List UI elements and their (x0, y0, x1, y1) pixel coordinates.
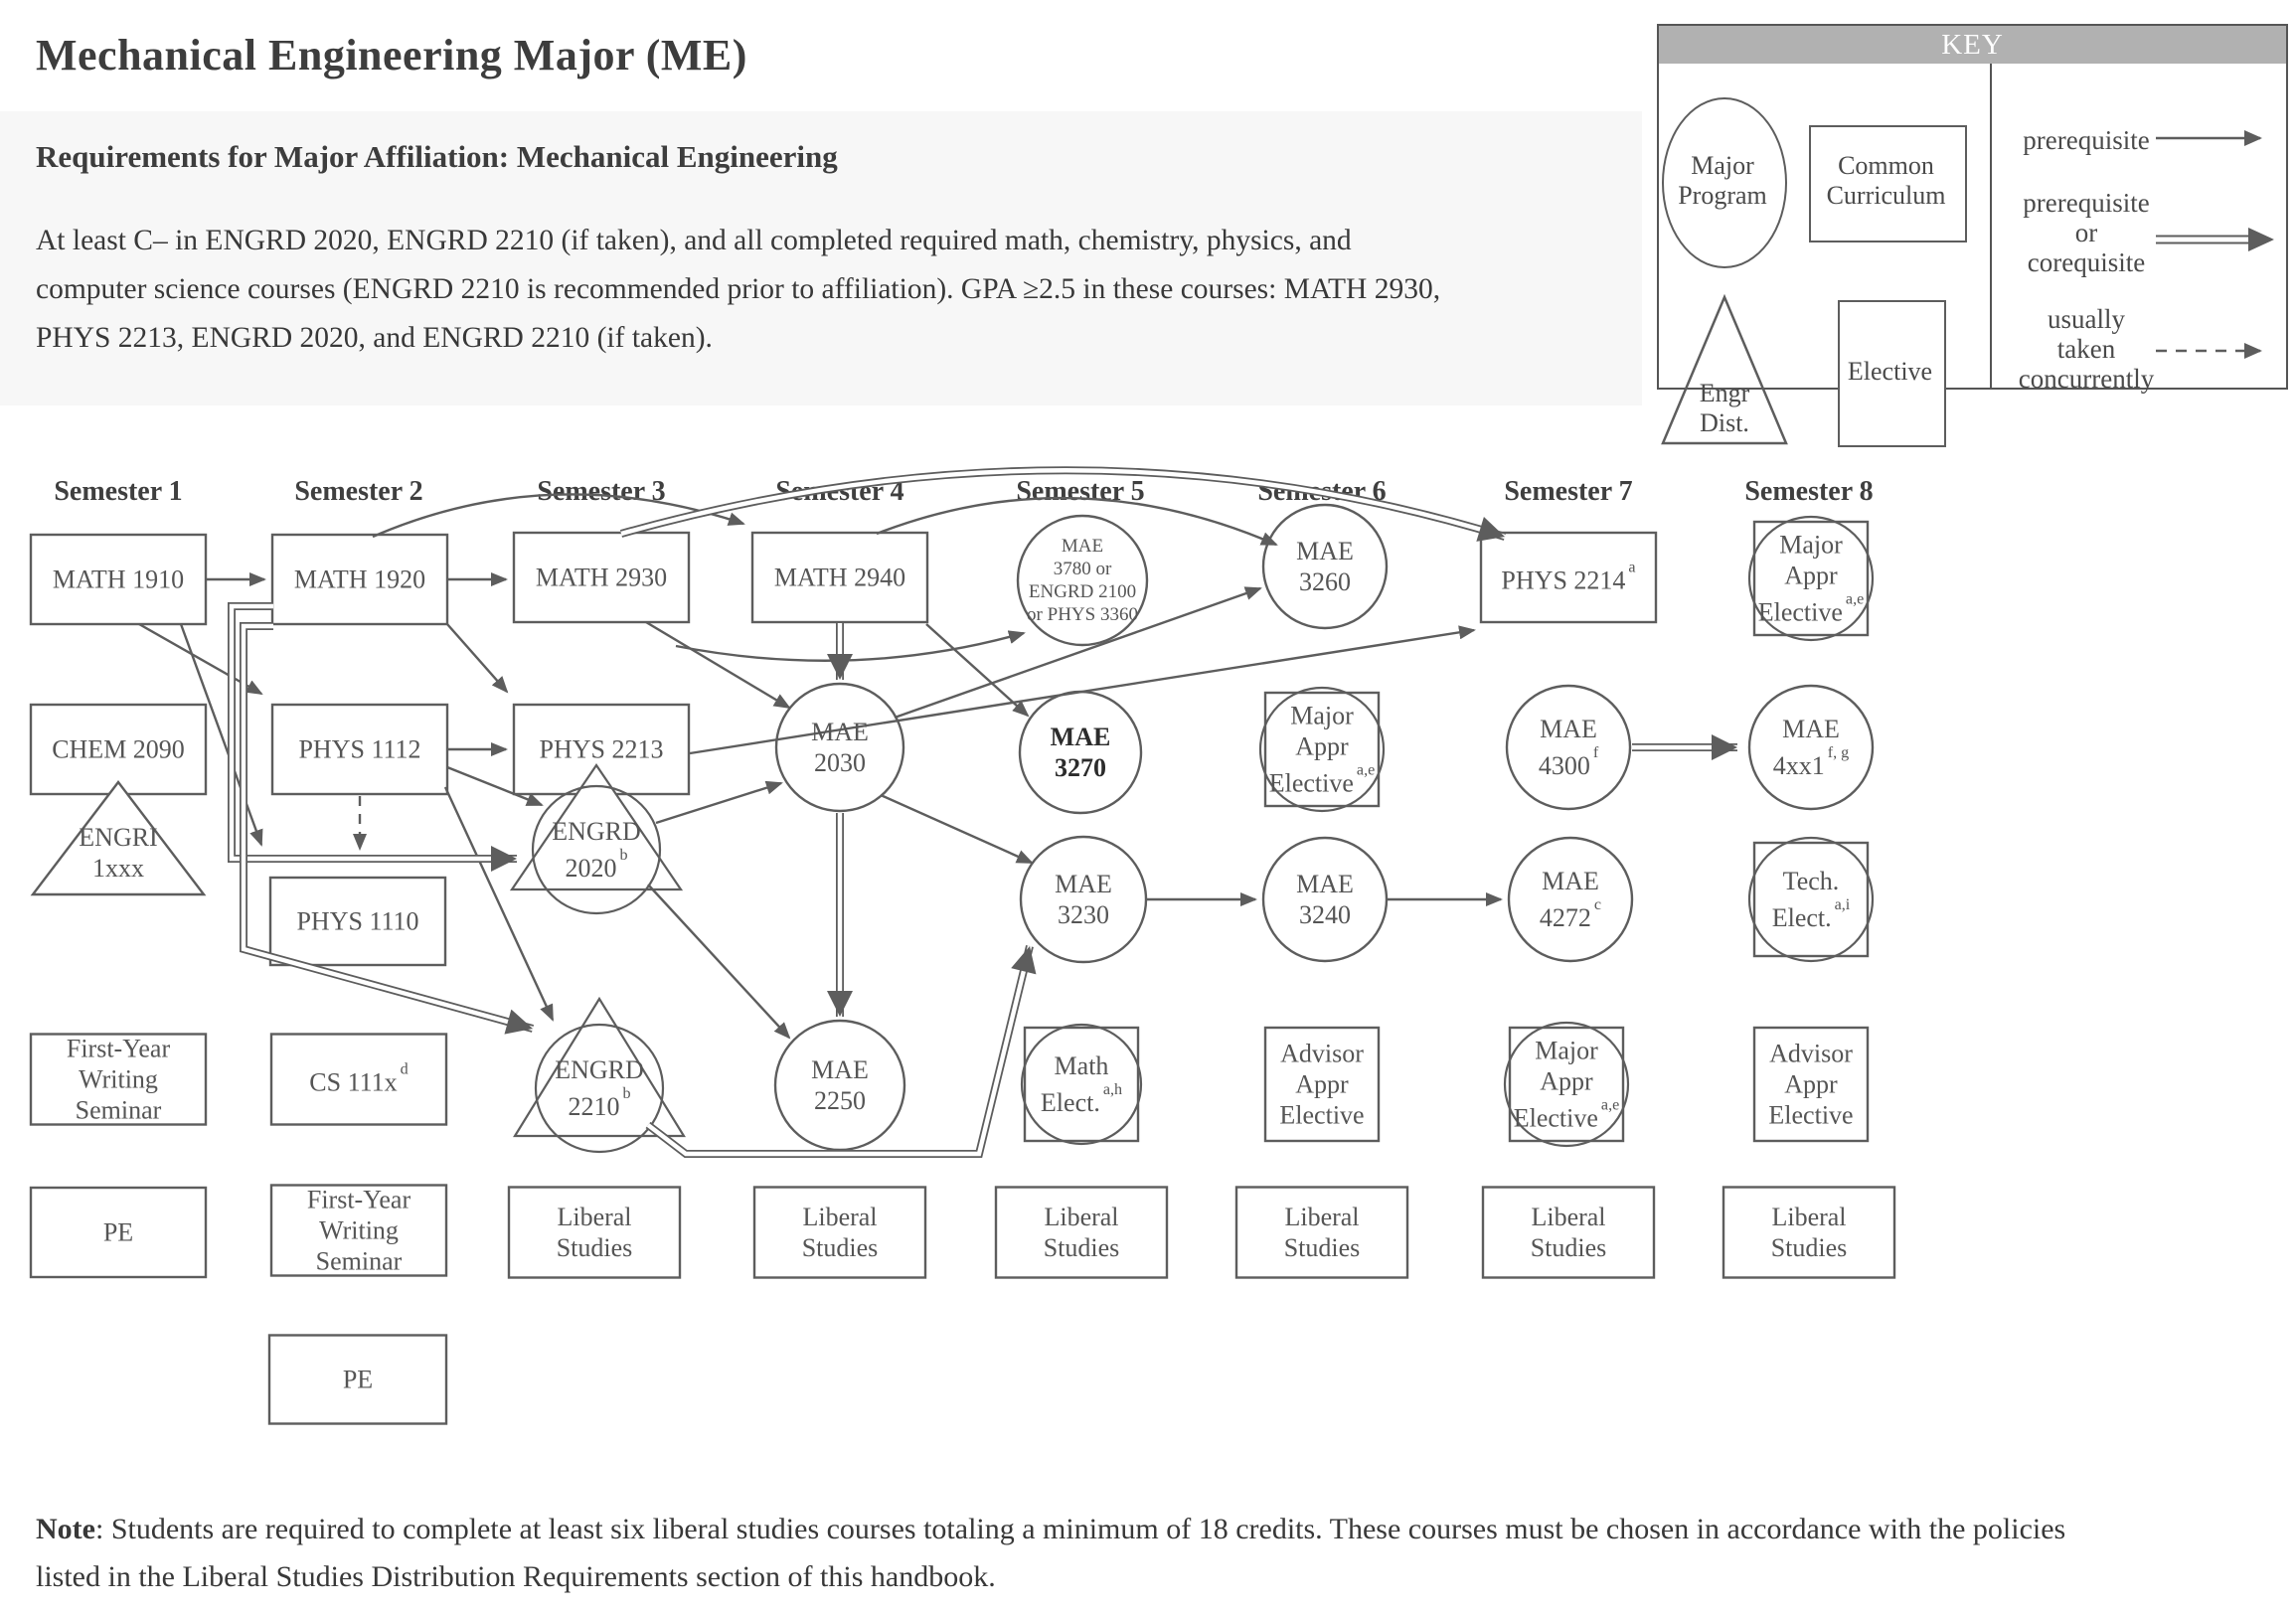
note-prefix: Note (36, 1513, 95, 1545)
page-title: Mechanical Engineering Major (ME) (36, 31, 747, 80)
prerequisite-arrow-icon (2156, 130, 2262, 146)
header-background-band (0, 111, 1642, 405)
concurrent-arrow-icon (2156, 343, 2262, 359)
affiliation-requirements-heading: Requirements for Major Affiliation: Mech… (36, 139, 838, 174)
prereq-or-coreq-label: prerequisite or corequisite (2023, 188, 2150, 277)
major-program-label: Major Program (1678, 151, 1767, 210)
concurrent-label: usually taken concurrently (2018, 304, 2155, 394)
pe-s1-label: PE (102, 1217, 134, 1247)
common-curriculum-rect-icon (1809, 125, 1967, 242)
engr-dist-label: Engr Dist. (1699, 379, 1750, 437)
engr-dist-triangle-icon (1661, 293, 1788, 445)
prereq-or-coreq-arrow-icon (2156, 228, 2274, 251)
phys-2213-label: PHYS 2213 (539, 734, 664, 764)
semester-header-1: Semester 1 (54, 476, 183, 507)
liberal-studies-note: Note: Students are required to complete … (36, 1506, 2083, 1601)
phys-1110-label: PHYS 1110 (296, 906, 419, 936)
note-body: : Students are required to complete at l… (36, 1513, 2066, 1593)
key-title-bar: KEY (1659, 26, 2286, 64)
major-program-ellipse-icon (1662, 97, 1787, 268)
math-1910-label: MATH 1910 (52, 565, 185, 594)
common-curriculum-label: Common Curriculum (1826, 151, 1946, 210)
math-2930-label: MATH 2930 (535, 563, 668, 592)
tech-elective-s8-label: Tech.Elect.a,i (1771, 867, 1851, 932)
phys-1112-label: PHYS 1112 (298, 734, 421, 764)
semester-header-2: Semester 2 (294, 476, 423, 507)
key-legend-panel: KEY Major Program Common Curriculum Engr… (1657, 24, 2288, 447)
semester-header-7: Semester 7 (1504, 476, 1633, 507)
chem-2090-label: CHEM 2090 (52, 734, 185, 764)
affiliation-requirements-text: At least C– in ENGRD 2020, ENGRD 2210 (i… (36, 225, 1441, 354)
pe-s2-label: PE (342, 1365, 374, 1394)
math-2940-label: MATH 2940 (773, 563, 906, 592)
elective-label: Elective (1847, 357, 1933, 386)
math-1920-label: MATH 1920 (293, 565, 426, 594)
semester-header-3: Semester 3 (537, 476, 666, 507)
key-divider (1990, 64, 1992, 388)
semester-header-8: Semester 8 (1744, 476, 1874, 507)
prerequisite-label: prerequisite (2023, 125, 2150, 155)
elective-rect-icon (1838, 300, 1946, 447)
